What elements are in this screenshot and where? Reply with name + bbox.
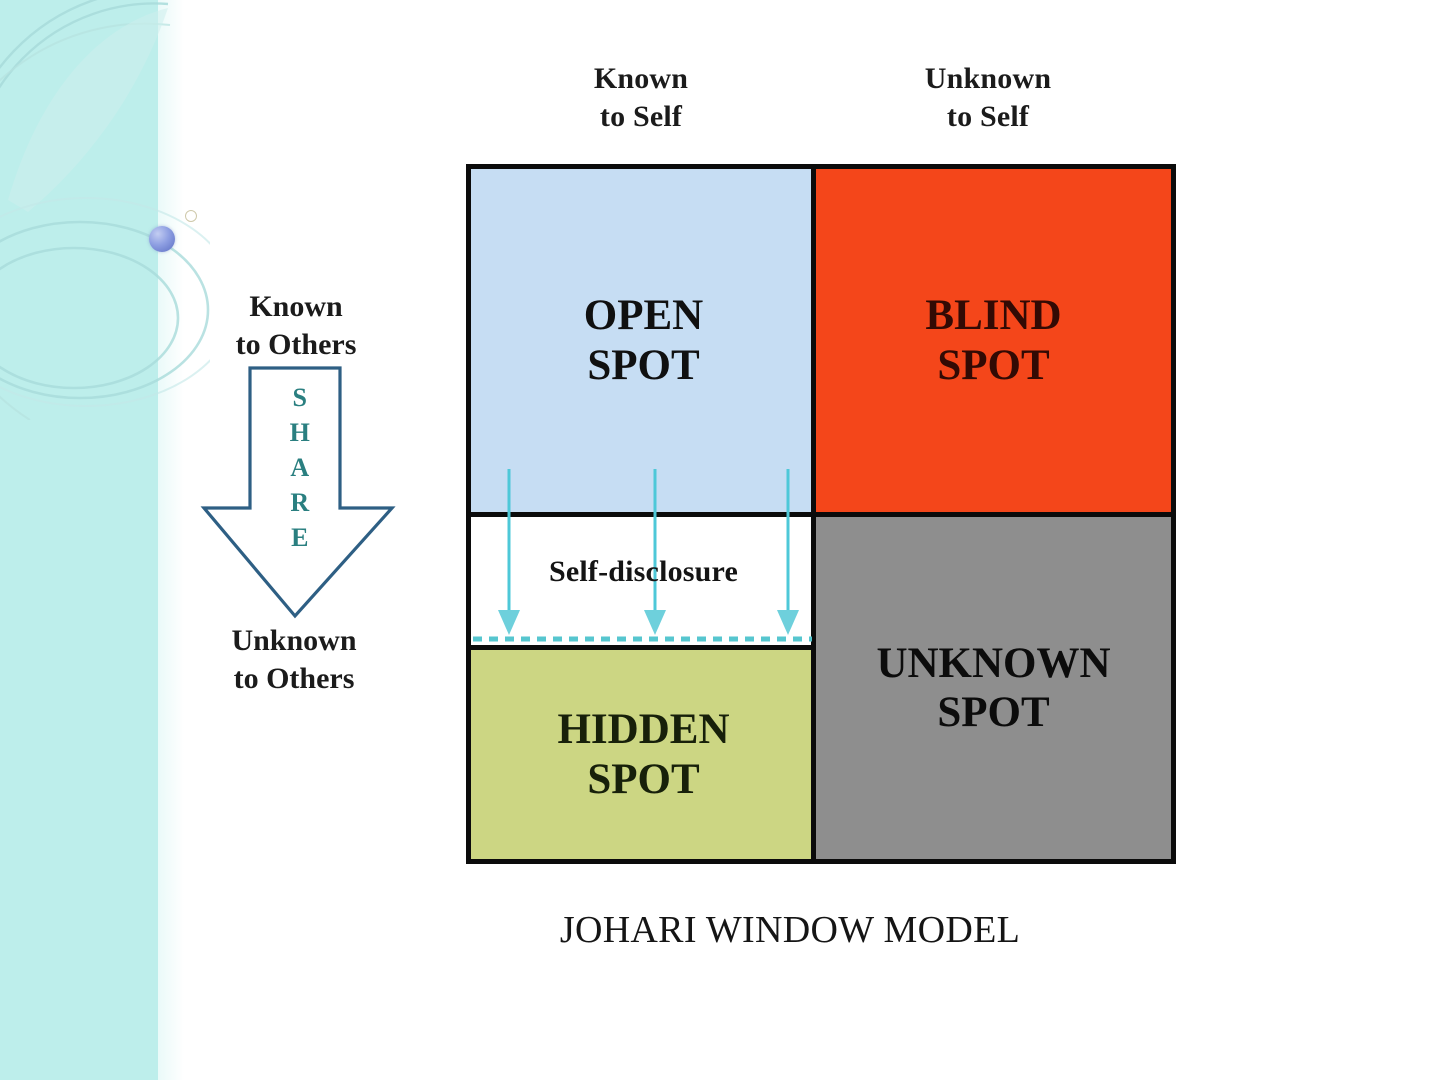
quadrant-open-spot: OPEN SPOT — [471, 169, 816, 512]
quadrant-unknown-line2: SPOT — [937, 689, 1050, 736]
self-disclosure-label: Self-disclosure — [548, 555, 739, 588]
quadrant-blind-spot: BLIND SPOT — [816, 169, 1171, 512]
decorative-small-ring-icon — [185, 210, 197, 222]
column-header-unknown-line2: to Self — [946, 100, 1030, 134]
row-label-unknown-line1: Unknown — [231, 624, 357, 657]
quadrant-blind-line2: SPOT — [937, 341, 1050, 389]
row-label-known-line1: Known — [249, 290, 343, 323]
quadrant-open-line1: OPEN — [583, 292, 704, 340]
diagram-caption: JOHARI WINDOW MODEL — [559, 909, 1021, 951]
quadrant-hidden-spot: HIDDEN SPOT — [471, 650, 816, 859]
row-label-known-line2: to Others — [235, 328, 357, 362]
decorative-sidebar-band — [0, 0, 158, 1080]
column-header-known-to-self: Known to Self — [506, 60, 776, 137]
quadrant-unknown-spot: UNKNOWN SPOT — [816, 517, 1171, 859]
column-header-known-line1: Known — [593, 62, 689, 95]
quadrant-blind-line1: BLIND — [925, 292, 1062, 340]
quadrant-open-line2: SPOT — [587, 341, 700, 389]
quadrant-hidden-line2: SPOT — [587, 755, 700, 803]
row-label-known-to-others: Known to Others — [172, 288, 420, 365]
row-label-unknown-to-others: Unknown to Others — [168, 622, 420, 699]
grid-rule-horizontal-upper-left — [471, 512, 816, 517]
grid-rule-vertical — [811, 169, 816, 859]
share-arrow-shape — [200, 366, 400, 622]
row-label-unknown-line2: to Others — [233, 662, 355, 696]
johari-window-grid: OPEN SPOT BLIND SPOT HIDDEN SPOT UNKNOWN… — [466, 164, 1176, 864]
grid-rule-horizontal-hidden-top — [471, 645, 816, 650]
decorative-sphere — [149, 226, 175, 252]
self-disclosure-band — [471, 517, 816, 645]
grid-rule-horizontal-upper-right — [816, 512, 1171, 517]
quadrant-unknown-line1: UNKNOWN — [876, 639, 1111, 687]
column-header-unknown-line1: Unknown — [924, 62, 1052, 95]
column-header-known-line2: to Self — [599, 100, 683, 134]
column-header-unknown-to-self: Unknown to Self — [838, 60, 1138, 137]
quadrant-hidden-line1: HIDDEN — [557, 706, 730, 754]
decorative-sidebar-fade — [158, 0, 184, 1080]
